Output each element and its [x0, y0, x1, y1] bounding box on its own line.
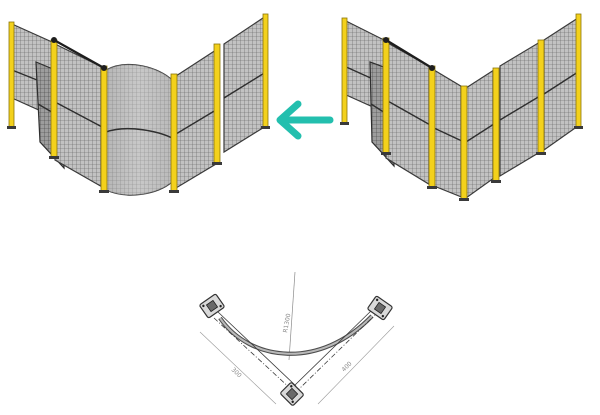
panel-rail — [223, 71, 267, 99]
chord-line — [217, 311, 297, 387]
post — [8, 21, 15, 129]
dimension-label-left: 300 — [230, 366, 243, 379]
hinge-knob — [51, 37, 57, 43]
panel-rail — [433, 127, 465, 143]
radius-line — [288, 271, 296, 361]
post — [50, 39, 58, 159]
post — [537, 39, 545, 155]
post — [170, 73, 178, 193]
right-panel-1 — [175, 48, 217, 190]
chord-line — [213, 317, 293, 391]
panel-rail — [385, 99, 433, 127]
dimension-label-right: 400 — [340, 360, 353, 373]
arrow-left-icon — [276, 100, 334, 140]
curved-panel-rail — [105, 127, 173, 139]
curved-panel-plan-drawing: R1300 300 400 — [199, 271, 395, 406]
chord-line — [293, 307, 375, 387]
post — [262, 13, 269, 129]
post — [575, 13, 582, 129]
door-closer-arm — [53, 39, 105, 69]
post — [341, 17, 348, 125]
right-panel-1 — [465, 68, 495, 200]
angled-corner-panel — [433, 68, 465, 199]
post-feet — [340, 122, 583, 201]
hinge-knob — [429, 65, 435, 71]
panel-rail — [175, 109, 217, 135]
post — [428, 65, 436, 189]
dimension-line-right — [317, 325, 395, 405]
panel-rail — [465, 123, 495, 143]
door-closer-arm — [385, 39, 433, 69]
radius-label: R1300 — [282, 313, 292, 334]
right-panel-3 — [543, 16, 579, 152]
panel-rail — [543, 71, 579, 95]
post — [382, 37, 390, 155]
fence-with-curved-corner — [7, 13, 270, 196]
right-panel-2 — [499, 40, 541, 178]
right-panel-2 — [223, 14, 267, 154]
post — [213, 43, 221, 165]
hinge-knob — [383, 37, 389, 43]
panel-rail — [499, 95, 541, 121]
chord-line — [297, 311, 379, 391]
panel-rail — [54, 101, 105, 129]
post-foot-corner — [280, 382, 304, 406]
post — [100, 65, 108, 193]
hinge-knob — [101, 65, 107, 71]
fence-with-angled-corner — [340, 13, 583, 201]
post — [492, 67, 500, 183]
dimension-line-left — [199, 331, 277, 405]
post-feet — [7, 126, 270, 193]
post-foot-right — [367, 295, 393, 321]
curved-panel-inner — [219, 315, 373, 355]
post — [460, 85, 468, 201]
post-foot-left — [199, 293, 225, 319]
